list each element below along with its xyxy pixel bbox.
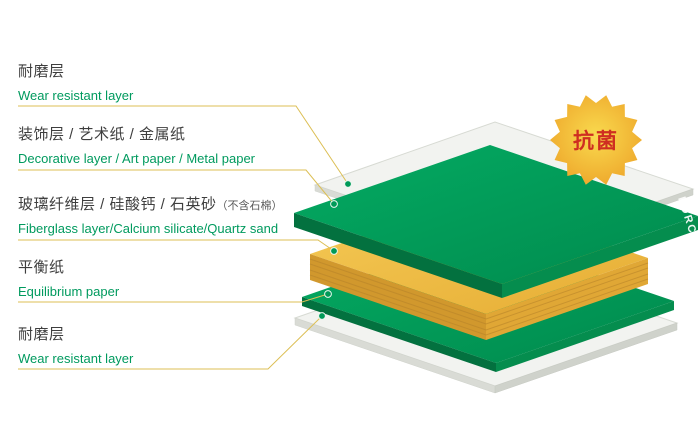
label-zh-note: （不含石棉） bbox=[216, 200, 283, 212]
connector-line-5 bbox=[18, 315, 323, 370]
connector-line-2 bbox=[18, 169, 335, 205]
label-zh: 装饰层 / 艺术纸 / 金属纸 bbox=[18, 126, 186, 143]
connector-line-3 bbox=[18, 239, 335, 252]
connector-line-4 bbox=[18, 293, 329, 303]
label-en: Equilibrium paper bbox=[18, 284, 120, 299]
label-wear-resistant-bottom: 耐磨层 Wear resistant layer bbox=[18, 323, 133, 366]
starburst-icon bbox=[550, 95, 642, 185]
antibacterial-badge-text: 抗菌 bbox=[573, 129, 619, 153]
label-zh: 平衡纸 bbox=[18, 259, 65, 276]
label-zh: 耐磨层 bbox=[18, 63, 65, 80]
label-en: Decorative layer / Art paper / Metal pap… bbox=[18, 151, 256, 166]
connector-lines bbox=[18, 105, 349, 370]
label-zh: 玻璃纤维层 / 硅酸钙 / 石英砂（不含石棉） bbox=[18, 196, 283, 213]
connector-line-1 bbox=[18, 105, 349, 185]
layer-dots bbox=[318, 180, 352, 320]
label-en: Fiberglass layer/Calcium silicate/Quartz… bbox=[18, 221, 279, 236]
label-fiberglass-core: 玻璃纤维层 / 硅酸钙 / 石英砂（不含石棉） Fiberglass layer… bbox=[18, 193, 283, 236]
label-en: Wear resistant layer bbox=[18, 351, 134, 366]
layer-dot-3 bbox=[330, 247, 338, 255]
layer-decorative: FORCA bbox=[294, 145, 700, 298]
layer-dot-2 bbox=[330, 200, 338, 208]
antibacterial-badge: 抗菌 bbox=[550, 95, 642, 185]
label-wear-resistant-top: 耐磨层 Wear resistant layer bbox=[18, 60, 133, 103]
layer-dot-1 bbox=[344, 180, 352, 188]
layer-dot-4 bbox=[324, 290, 332, 298]
label-zh: 耐磨层 bbox=[18, 326, 65, 343]
label-en: Wear resistant layer bbox=[18, 88, 134, 103]
layer-dot-5 bbox=[318, 312, 326, 320]
label-decorative: 装饰层 / 艺术纸 / 金属纸 Decorative layer / Art p… bbox=[18, 123, 255, 166]
label-equilibrium-paper: 平衡纸 Equilibrium paper bbox=[18, 256, 119, 299]
